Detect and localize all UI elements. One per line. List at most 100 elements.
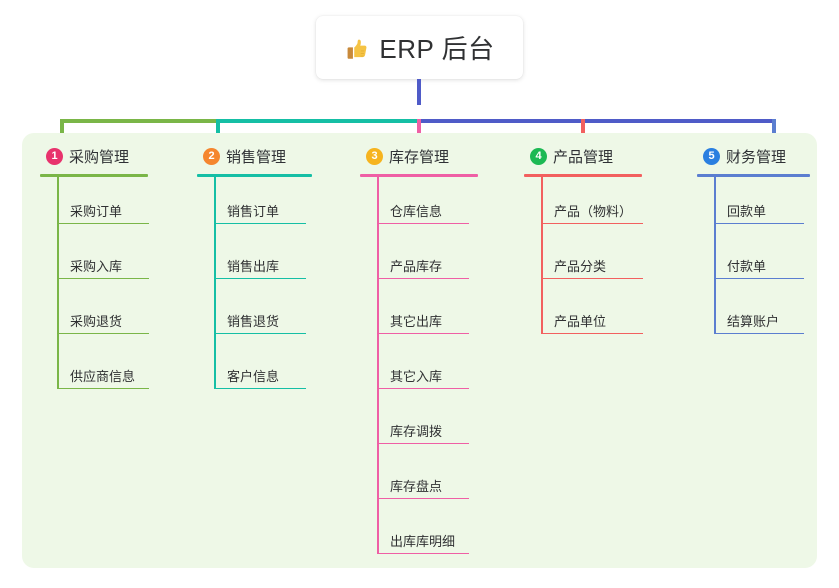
module-item[interactable]: 仓库信息	[360, 177, 478, 232]
module-item-label: 采购退货	[70, 314, 123, 329]
module-spine-line	[714, 177, 716, 334]
module-spine-line	[377, 177, 379, 554]
module-item-rule	[377, 552, 469, 554]
module-item[interactable]: 其它出库	[360, 287, 478, 342]
module-item[interactable]: 结算账户	[697, 287, 810, 342]
module-item-rule	[714, 277, 804, 279]
module-item-rule	[714, 222, 804, 224]
module-item[interactable]: 供应商信息	[40, 342, 149, 397]
module-item[interactable]: 销售退货	[197, 287, 312, 342]
module-column-1: 1 采购管理采购订单采购入库采购退货供应商信息	[40, 143, 149, 397]
module-item-rule	[377, 387, 469, 389]
module-item-label: 回款单	[727, 204, 767, 219]
module-column-4: 4 产品管理产品（物料） 产品分类产品单位	[524, 143, 643, 342]
module-item-label: 库存调拨	[390, 424, 443, 439]
module-number-badge: 1	[46, 147, 63, 165]
root-node-label: ERP 后台	[379, 34, 495, 64]
module-item-label: 采购入库	[70, 259, 123, 274]
module-item-rule	[377, 222, 469, 224]
module-header-3[interactable]: 3 库存管理	[360, 143, 478, 169]
module-item-rule	[377, 497, 469, 499]
module-item[interactable]: 产品分类	[524, 232, 643, 287]
module-header-1[interactable]: 1 采购管理	[40, 143, 148, 169]
module-number-badge: 2	[203, 147, 220, 165]
module-item-label: 仓库信息	[390, 204, 443, 219]
module-item[interactable]: 采购订单	[40, 177, 149, 232]
module-item-label: 付款单	[727, 259, 767, 274]
module-item-rule	[714, 332, 804, 334]
module-title: 采购管理	[69, 148, 130, 166]
module-item-label: 采购订单	[70, 204, 123, 219]
module-item[interactable]: 产品单位	[524, 287, 643, 342]
module-item-rule	[57, 222, 149, 224]
module-item-label: 产品单位	[554, 314, 607, 329]
module-item-rule	[377, 442, 469, 444]
module-item-label: 出库库明细	[390, 534, 456, 549]
module-item-rule	[57, 387, 149, 389]
module-item[interactable]: 出库库明细	[360, 507, 478, 562]
module-spine-line	[57, 177, 59, 389]
module-item-rule	[214, 222, 306, 224]
stem-vertical-line	[417, 79, 421, 105]
module-header-rule	[360, 174, 478, 177]
module-item-label: 库存盘点	[390, 479, 443, 494]
module-item-list: 仓库信息产品库存其它出库其它入库库存调拨库存盘点出库库明细	[360, 177, 478, 562]
module-item-rule	[377, 332, 469, 334]
module-spine-line	[214, 177, 216, 389]
bus-green-segment	[60, 119, 218, 123]
module-number-badge: 5	[703, 147, 720, 165]
module-item-list: 销售订单销售出库销售退货客户信息	[197, 177, 312, 397]
bus-teal-segment	[218, 119, 417, 123]
root-node-erp-backend[interactable]: ERP 后台	[316, 16, 523, 79]
module-item-label: 产品分类	[554, 259, 607, 274]
module-item-rule	[377, 277, 469, 279]
module-item-label: 销售订单	[227, 204, 280, 219]
module-item[interactable]: 产品（物料）	[524, 177, 643, 232]
module-title: 库存管理	[389, 148, 450, 166]
module-header-rule	[697, 174, 810, 177]
module-item[interactable]: 采购入库	[40, 232, 149, 287]
module-item-label: 其它入库	[390, 369, 443, 384]
module-item[interactable]: 其它入库	[360, 342, 478, 397]
module-item[interactable]: 库存调拨	[360, 397, 478, 452]
module-spine-line	[541, 177, 543, 334]
module-item-rule	[57, 332, 149, 334]
module-item[interactable]: 库存盘点	[360, 452, 478, 507]
module-item-list: 回款单付款单结算账户	[697, 177, 810, 342]
module-item[interactable]: 销售订单	[197, 177, 312, 232]
module-item-label: 产品库存	[390, 259, 443, 274]
module-item-rule	[214, 332, 306, 334]
module-item[interactable]: 产品库存	[360, 232, 478, 287]
module-item-label: 产品（物料）	[554, 204, 633, 219]
module-item-rule	[541, 277, 643, 279]
module-header-rule	[524, 174, 642, 177]
module-title: 产品管理	[553, 148, 614, 166]
bus-blue-segment	[417, 119, 776, 123]
module-item-rule	[541, 332, 643, 334]
module-item[interactable]: 销售出库	[197, 232, 312, 287]
module-item[interactable]: 采购退货	[40, 287, 149, 342]
module-header-rule	[197, 174, 312, 177]
module-item[interactable]: 客户信息	[197, 342, 312, 397]
module-item-list: 采购订单采购入库采购退货供应商信息	[40, 177, 149, 397]
module-number-badge: 3	[366, 147, 383, 165]
module-number-badge: 4	[530, 147, 547, 165]
module-item-rule	[57, 277, 149, 279]
module-column-3: 3 库存管理仓库信息产品库存其它出库其它入库库存调拨库存盘点出库库明细	[360, 143, 478, 562]
module-item-label: 供应商信息	[70, 369, 136, 384]
module-item-rule	[541, 222, 643, 224]
module-header-4[interactable]: 4 产品管理	[524, 143, 642, 169]
module-item[interactable]: 付款单	[697, 232, 810, 287]
module-item-label: 结算账户	[727, 314, 780, 329]
thumbs-up-icon	[347, 39, 367, 59]
module-item-rule	[214, 387, 306, 389]
module-item-label: 客户信息	[227, 369, 280, 384]
module-item[interactable]: 回款单	[697, 177, 810, 232]
module-header-rule	[40, 174, 148, 177]
module-item-label: 销售退货	[227, 314, 280, 329]
